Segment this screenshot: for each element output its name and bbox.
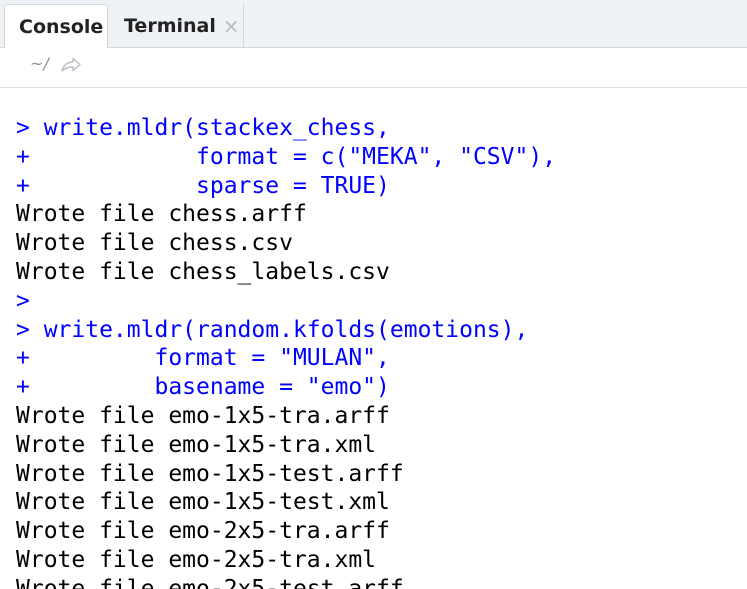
console-input-line: + format = "MULAN", [16, 345, 390, 372]
console-output-line: Wrote file chess_labels.csv [16, 258, 390, 285]
tab-terminal-label: Terminal [124, 15, 216, 37]
tab-console[interactable]: Console [4, 4, 108, 49]
console-input-line: + sparse = TRUE) [16, 172, 390, 199]
console-output-line: Wrote file emo-2x5-tra.arff [16, 518, 390, 545]
pane-tab-bar: Console Terminal × [0, 0, 747, 49]
console-lines: > write.mldr(stackex_chess,+ format = c(… [16, 114, 556, 589]
console-output-line: Wrote file chess.arff [16, 201, 307, 228]
tab-console-label: Console [19, 15, 104, 38]
close-icon[interactable]: × [222, 14, 240, 38]
console-output-line: Wrote file emo-1x5-tra.arff [16, 402, 390, 429]
console-input-line: > write.mldr(random.kfolds(emotions), [16, 316, 529, 343]
console-output-line: Wrote file emo-2x5-tra.xml [16, 546, 377, 573]
console-input-line: + format = c("MEKA", "CSV"), [16, 143, 557, 170]
console-output[interactable]: > write.mldr(stackex_chess,+ format = c(… [0, 88, 747, 589]
tab-terminal[interactable]: Terminal × [110, 4, 244, 48]
console-input-line: + basename = "emo") [16, 374, 390, 401]
console-output-line: Wrote file chess.csv [16, 230, 293, 257]
goto-directory-icon[interactable] [60, 57, 82, 73]
console-output-line: Wrote file emo-2x5-test.arff [16, 575, 404, 589]
console-output-line: Wrote file emo-1x5-test.xml [16, 489, 390, 516]
console-output-line: Wrote file emo-1x5-tra.xml [16, 431, 377, 458]
console-input-line: > [16, 287, 30, 314]
console-input-line: > write.mldr(stackex_chess, [16, 115, 390, 141]
working-directory-bar: ~/ [0, 48, 747, 88]
console-output-line: Wrote file emo-1x5-test.arff [16, 460, 404, 487]
working-directory-path[interactable]: ~/ [30, 54, 49, 73]
